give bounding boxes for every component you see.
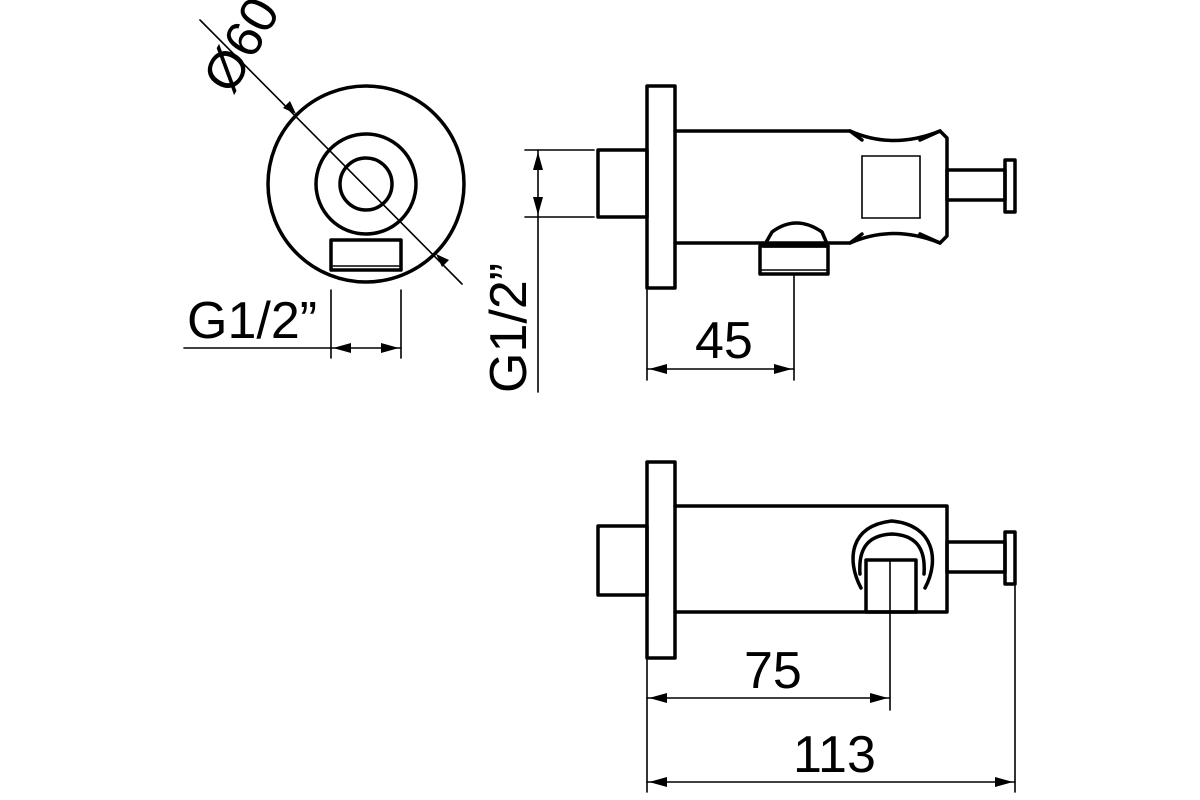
hub-circle [314, 132, 418, 236]
thread-arrow-left [333, 343, 351, 353]
holder-ring [851, 519, 935, 590]
valve-shoulder [848, 129, 942, 245]
front-view: Ø60 G1/2” [183, 0, 466, 359]
outlet-nut-front [329, 238, 403, 272]
dim75-arrow-left [649, 693, 667, 703]
dim113-arrow-right [995, 777, 1013, 787]
thread-left-label: G1/2” [187, 292, 317, 350]
valve-stem-bottom [945, 540, 1007, 574]
thread-vertical-label: G1/2” [480, 263, 538, 393]
dim75-arrow-right [870, 693, 888, 703]
diameter-leader [199, 19, 463, 285]
wall-flange-bottom [645, 460, 677, 660]
dim113-label: 113 [793, 726, 876, 784]
inlet-nipple-bottom [596, 524, 649, 597]
side-view-top: 45 G1/2” [480, 84, 1017, 393]
diameter-arrow-top [283, 101, 296, 114]
wall-flange-top [645, 84, 677, 290]
side-view-bottom: 75 113 [596, 460, 1017, 793]
vthread-arrow-bottom [533, 197, 543, 215]
dim45-label: 45 [695, 312, 753, 370]
dim75-label: 75 [744, 642, 802, 700]
diameter-label: Ø60 [192, 0, 291, 102]
valve-stem-top [945, 168, 1007, 202]
outlet-nut-side [758, 244, 830, 276]
dim113-arrow-left [649, 777, 667, 787]
vthread-arrow-top [533, 152, 543, 170]
bore-circle [338, 156, 394, 212]
holder-slot [864, 558, 918, 614]
outlet-dome-top [762, 221, 830, 248]
holder-ring-inner [858, 532, 926, 576]
valve-knob-top [1003, 158, 1017, 214]
dim45-arrow-left [649, 364, 667, 374]
valve-knob-bottom [1003, 530, 1017, 586]
thread-arrow-right [381, 343, 399, 353]
inlet-nipple-top [596, 148, 649, 219]
diameter-arrow-bottom [436, 254, 449, 267]
flange-outer-circle [266, 84, 466, 284]
dim45-arrow-right [774, 364, 792, 374]
